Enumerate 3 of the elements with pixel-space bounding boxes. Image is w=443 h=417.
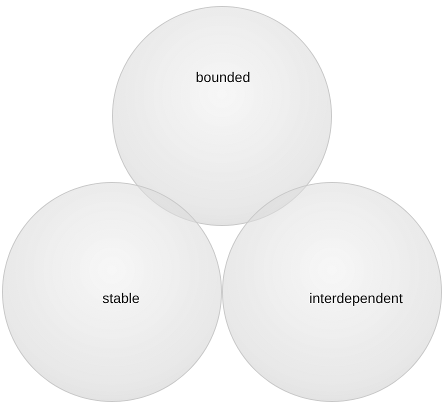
circle-label: stable: [102, 290, 140, 306]
circle-label: bounded: [196, 69, 250, 85]
circle-label: interdependent: [309, 290, 403, 306]
